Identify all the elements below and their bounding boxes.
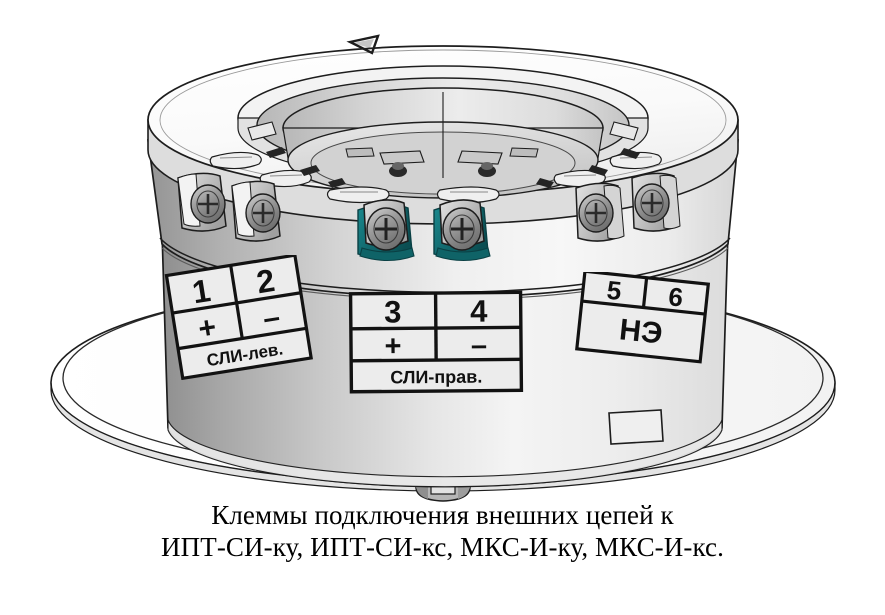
flange-mounting-slots <box>209 121 662 204</box>
phillips-cross-screw-icon <box>198 194 218 214</box>
phillips-cross-screw-icon <box>375 218 397 240</box>
right-plate-caption: НЭ <box>618 313 664 350</box>
terminal-group-left-pair[interactable] <box>177 172 281 242</box>
left-plate-number-1: 1 <box>190 272 213 310</box>
right-plate-number-5: 5 <box>605 275 623 306</box>
rectangular-nameplate-tab <box>608 409 664 445</box>
center-plate-polarity-minus: – <box>471 330 487 362</box>
caption-line-2: ИПТ-СИ-ку, ИПТ-СИ-кс, МКС-И-ку, МКС-И-кс… <box>161 531 724 562</box>
phillips-cross-screw-icon <box>586 203 606 223</box>
center-plate-caption: СЛИ-прав. <box>390 367 482 388</box>
figure-caption: Клеммы подключения внешних цепей к ИПТ-С… <box>0 500 885 564</box>
left-plate-number-2: 2 <box>254 262 277 300</box>
terminal-group-right-pair[interactable] <box>575 172 681 242</box>
left-plate-polarity-minus: – <box>261 301 283 336</box>
caption-line-1: Клеммы подключения внешних цепей к <box>211 500 674 530</box>
terminal-group-center-pair[interactable] <box>357 199 491 262</box>
center-plate: 3 4 + – СЛИ-прав. <box>348 290 524 394</box>
phillips-cross-screw-icon <box>642 193 662 213</box>
right-plate-number-6: 6 <box>667 281 685 312</box>
central-bore <box>282 87 604 199</box>
phillips-cross-screw-icon <box>451 218 473 240</box>
bore-internal-fasteners <box>345 147 539 177</box>
center-plate-number-4: 4 <box>470 294 488 329</box>
right-plate: 5 6 НЭ <box>575 272 711 364</box>
center-plate-polarity-plus: + <box>384 330 401 362</box>
triangle-left-arrow-marker <box>346 34 380 55</box>
left-plate-polarity-plus: + <box>196 311 218 346</box>
center-plate-number-3: 3 <box>384 294 402 329</box>
left-plate: 1 2 + – СЛИ-лев. <box>164 255 313 380</box>
phillips-cross-screw-icon <box>253 203 273 223</box>
terminal-blocks <box>177 172 681 262</box>
